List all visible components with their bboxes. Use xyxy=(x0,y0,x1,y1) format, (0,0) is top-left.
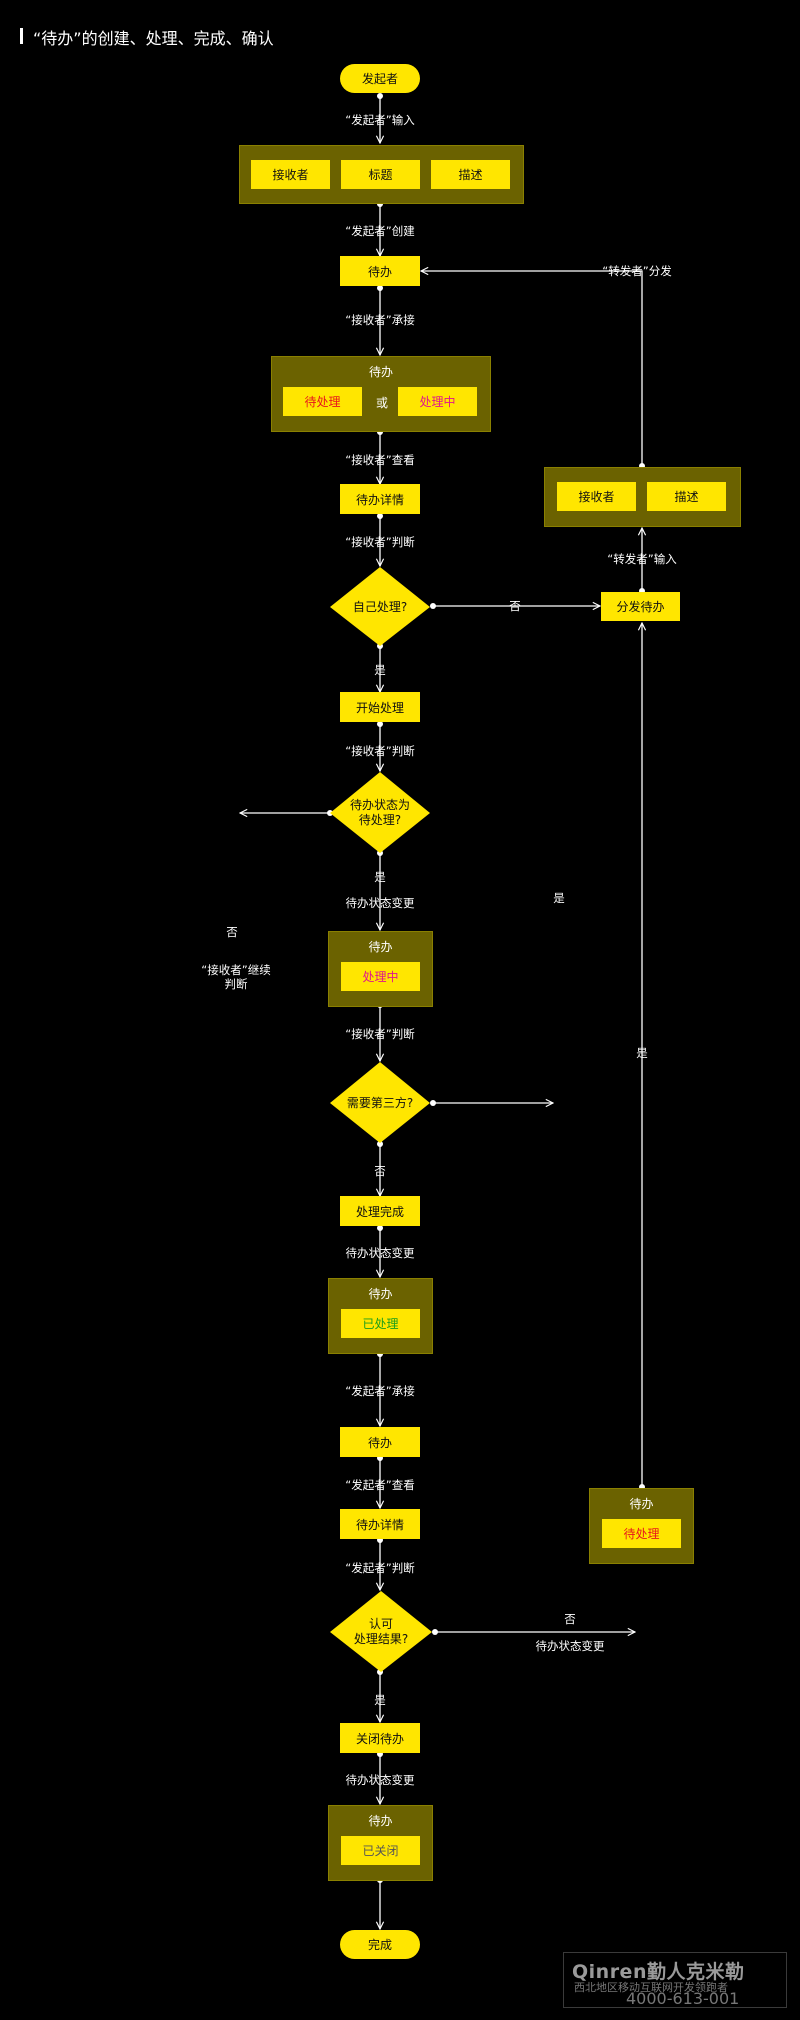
edge-label-status-change-4: 待办状态变更 xyxy=(345,1773,415,1787)
pending-node-1: 待处理 xyxy=(283,387,362,416)
edge-label-status-change-3: 待办状态变更 xyxy=(535,1639,605,1653)
receiver-node: 接收者 xyxy=(251,160,330,189)
edge-label-no-4: 否 xyxy=(564,1612,576,1626)
edge-label-yes-3: 是 xyxy=(553,891,565,905)
todo-status-group-2: 待办 处理中 xyxy=(328,931,433,1007)
edge-label-yes-1: 是 xyxy=(374,663,386,677)
edge-label-status-change-2: 待办状态变更 xyxy=(345,1246,415,1260)
watermark-logo-text: Qinren勤人克米勒 xyxy=(572,1961,745,1983)
edge-label-no-2: 否 xyxy=(226,925,238,939)
todo-group-4-label: 待办 xyxy=(368,1814,393,1828)
forward-input-group: 接收者 描述 xyxy=(544,467,741,527)
processing-node-1: 处理中 xyxy=(398,387,477,416)
closed-node: 已关闭 xyxy=(341,1836,420,1865)
edge-label-initiator-judge: “发起者”判断 xyxy=(345,1561,415,1575)
todo-status-group-5: 待办 待处理 xyxy=(589,1488,694,1564)
decision-status-pending: 待办状态为 待处理? xyxy=(329,772,431,854)
decision-approve-result-label: 认可 处理结果? xyxy=(353,1617,409,1646)
todo-group-3-label: 待办 xyxy=(368,1287,393,1301)
input-group: 接收者 标题 描述 xyxy=(239,145,524,204)
edge-label-yes-5: 是 xyxy=(636,1046,648,1060)
todo-status-group-4: 待办 已关闭 xyxy=(328,1805,433,1881)
edge-label-no-3: 否 xyxy=(374,1164,386,1178)
edge-label-initiator-create: “发起者”创建 xyxy=(345,224,415,238)
edge-label-initiator-accept: “发起者”承接 xyxy=(345,1384,415,1398)
close-todo-node: 关闭待办 xyxy=(340,1723,420,1753)
page-title: “待办”的创建、处理、完成、确认 xyxy=(33,29,274,48)
edge-label-initiator-input: “发起者”输入 xyxy=(345,113,415,127)
or-label: 或 xyxy=(375,396,388,410)
decision-status-pending-label: 待办状态为 待处理? xyxy=(349,798,410,827)
todo-group-1-label: 待办 xyxy=(368,365,393,379)
todo-detail-node-2: 待办详情 xyxy=(340,1509,420,1539)
initiator-node: 发起者 xyxy=(340,64,420,93)
decision-self-process-label: 自己处理? xyxy=(352,599,408,614)
edge-label-yes-2: 是 xyxy=(374,870,386,884)
edge-label-status-change-1: 待办状态变更 xyxy=(345,896,415,910)
edge-label-no-1: 否 xyxy=(509,599,521,613)
complete-node: 完成 xyxy=(340,1930,420,1959)
edge-label-receiver-accept: “接收者”承接 xyxy=(345,313,415,327)
decision-need-third-party-label: 需要第三方? xyxy=(346,1095,414,1110)
pending-node-2: 待处理 xyxy=(602,1519,681,1548)
edge-label-receiver-view: “接收者”查看 xyxy=(345,453,415,467)
process-done-node: 处理完成 xyxy=(340,1196,420,1226)
decision-self-process: 自己处理? xyxy=(329,567,431,647)
decision-approve-result: 认可 处理结果? xyxy=(329,1591,433,1673)
watermark-phone: 4000-613-001 xyxy=(626,1989,740,2008)
forward-description-node: 描述 xyxy=(647,482,726,511)
subject-node: 标题 xyxy=(341,160,420,189)
edge-label-receiver-continue: “接收者”继续 判断 xyxy=(201,963,271,991)
start-process-node: 开始处理 xyxy=(340,692,420,722)
todo-detail-node-1: 待办详情 xyxy=(340,484,420,514)
edge-label-receiver-judge-1: “接收者”判断 xyxy=(345,535,415,549)
edge-label-initiator-view: “发起者”查看 xyxy=(345,1478,415,1492)
todo-status-group-1: 待办 待处理 或 处理中 xyxy=(271,356,491,432)
edge-label-receiver-judge-3: “接收者”判断 xyxy=(345,1027,415,1041)
todo-group-5-label: 待办 xyxy=(629,1497,654,1511)
edge-label-forwarder-distribute: “转发者”分发 xyxy=(602,264,672,278)
distribute-todo-node: 分发待办 xyxy=(601,592,680,621)
todo-group-2-label: 待办 xyxy=(368,940,393,954)
forward-receiver-node: 接收者 xyxy=(557,482,636,511)
todo-node-1: 待办 xyxy=(340,256,420,286)
watermark-logo: Qinren勤人克米勒 西北地区移动互联网开发领跑者 4000-613-001 xyxy=(563,1952,787,2008)
edge-label-forwarder-input: “转发者”输入 xyxy=(607,552,677,566)
processed-node: 已处理 xyxy=(341,1309,420,1338)
decision-need-third-party: 需要第三方? xyxy=(329,1062,431,1144)
todo-status-group-3: 待办 已处理 xyxy=(328,1278,433,1354)
title-bar-marker xyxy=(20,28,23,44)
edge-label-receiver-judge-2: “接收者”判断 xyxy=(345,744,415,758)
todo-node-2: 待办 xyxy=(340,1427,420,1457)
watermark-subtitle: 西北地区移动互联网开发领跑者 xyxy=(574,1981,728,1994)
edge-label-yes-4: 是 xyxy=(374,1693,386,1707)
processing-node-2: 处理中 xyxy=(341,962,420,991)
description-node: 描述 xyxy=(431,160,510,189)
